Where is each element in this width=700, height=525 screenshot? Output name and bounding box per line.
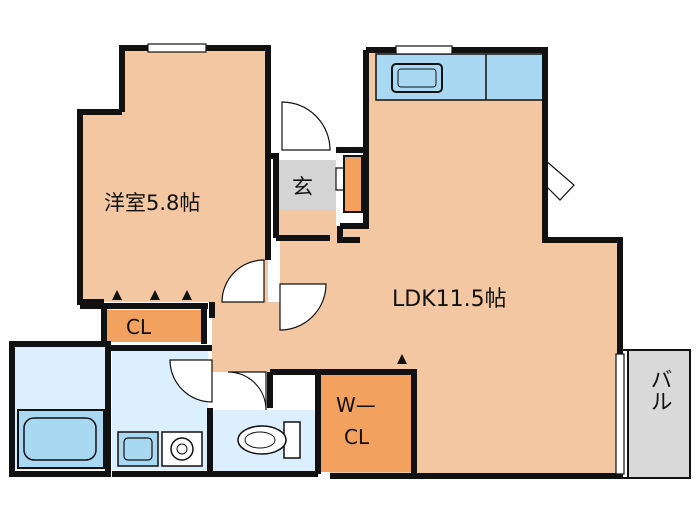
balcony-label: バル xyxy=(647,368,672,412)
closet-markers xyxy=(112,290,407,364)
ldk-label: LDK11.5帖 xyxy=(392,287,507,312)
closet-floor xyxy=(104,310,204,342)
walk-in-closet-label-line1: W— xyxy=(336,393,376,417)
shoe-cabinet xyxy=(343,155,363,213)
windows xyxy=(147,43,625,475)
walls xyxy=(9,45,623,479)
entrance-floor xyxy=(276,160,336,210)
entrance-label: 玄 xyxy=(292,175,313,199)
washing-machine-icon xyxy=(161,431,203,467)
walk-in-closet-label-line2: CL xyxy=(344,425,370,449)
sink-icon xyxy=(391,63,443,93)
balcony-floor xyxy=(628,350,690,478)
closet-label: CL xyxy=(126,315,152,339)
door-swings xyxy=(169,101,575,411)
walk-in-closet-floor xyxy=(318,372,411,472)
western-room-label: 洋室5.8帖 xyxy=(104,191,200,215)
western-room-floor xyxy=(80,48,268,302)
toilet-icon xyxy=(237,421,301,459)
